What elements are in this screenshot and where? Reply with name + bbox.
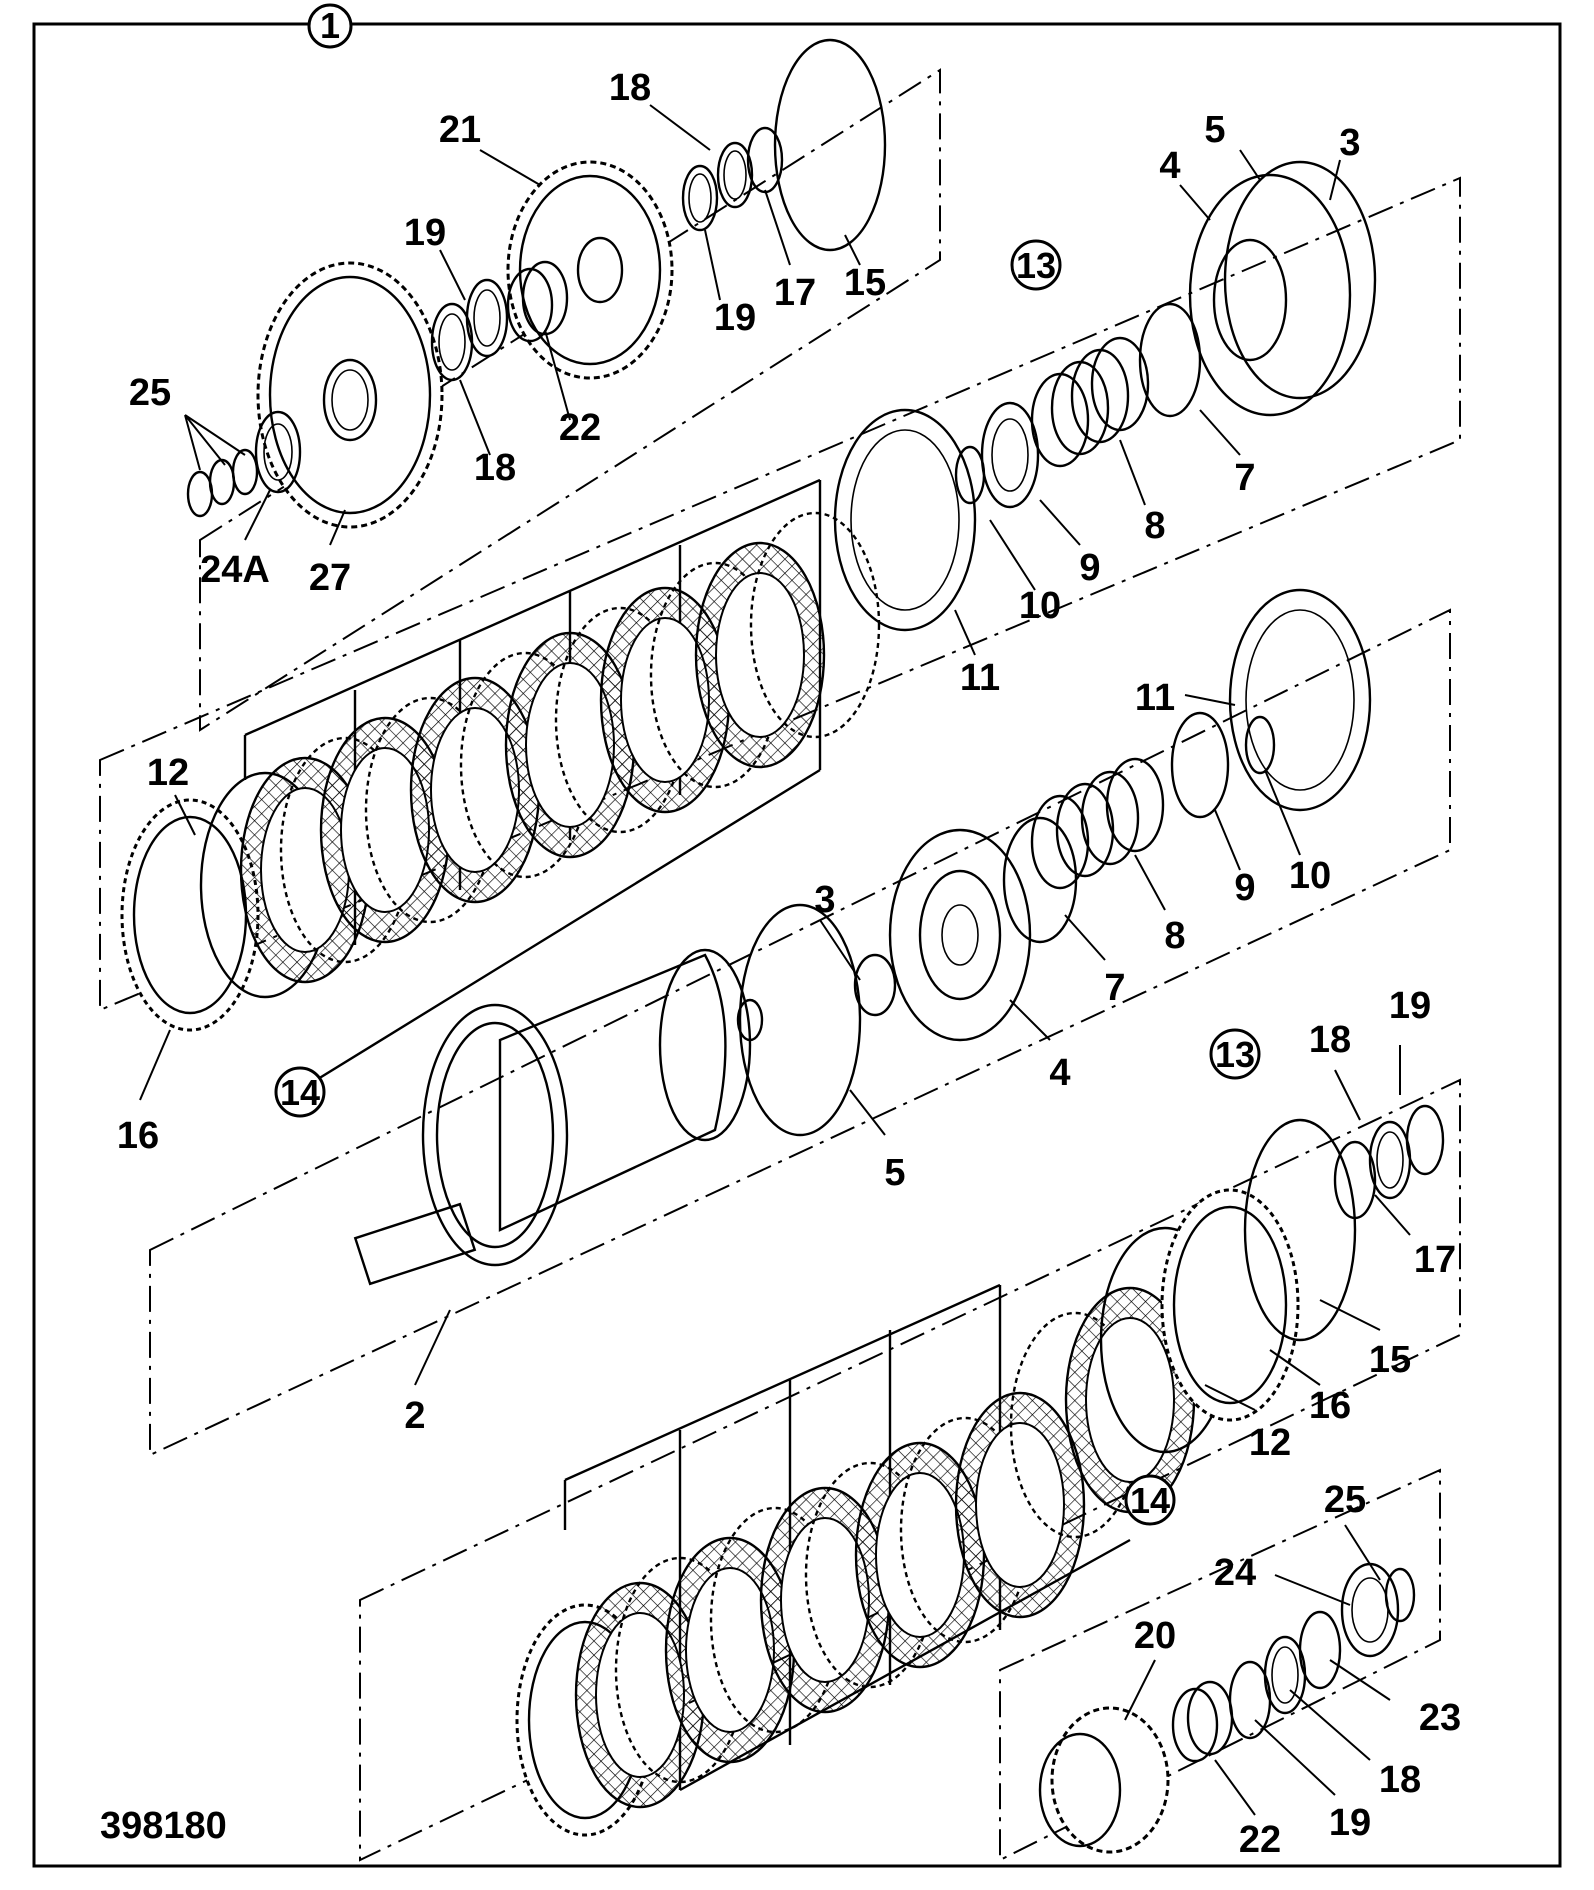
label-15: 15 [844, 262, 886, 304]
label-19: 19 [714, 297, 756, 339]
plate-11-mid [1228, 588, 1372, 812]
label-4: 4 [1049, 1052, 1070, 1094]
svg-text:14: 14 [280, 1072, 320, 1113]
seal-3-mid [853, 953, 897, 1017]
label-19: 19 [404, 212, 446, 254]
upper-disc-stack [120, 511, 881, 1032]
label-11: 11 [960, 657, 1000, 699]
label-9: 9 [1234, 867, 1255, 909]
callout-14-top: 14 [274, 1066, 326, 1118]
snap-ring-15-top [773, 38, 887, 252]
label-16: 16 [1309, 1385, 1351, 1427]
label-24a: 24A [200, 549, 270, 591]
label-18: 18 [474, 447, 516, 489]
bearing-22-top [506, 260, 569, 343]
label-10: 10 [1289, 855, 1331, 897]
assembly-callout: 1 [307, 3, 353, 49]
seal-5-mid [738, 903, 862, 1137]
label-5: 5 [884, 1152, 905, 1194]
top-gear-boundary [199, 68, 941, 732]
label-12: 12 [1249, 1422, 1291, 1464]
callout-14-low: 14 [1124, 1474, 1176, 1526]
label-27: 27 [309, 557, 351, 599]
label-15: 15 [1369, 1339, 1411, 1381]
drum-boundary [149, 608, 1451, 1457]
label-3: 3 [1339, 122, 1360, 164]
bearing-24a [186, 410, 302, 518]
svg-text:14: 14 [1130, 1480, 1170, 1521]
label-22: 22 [559, 407, 601, 449]
label-7: 7 [1104, 967, 1125, 1009]
washers-18-19-top [430, 126, 784, 382]
diagram-frame [32, 22, 1562, 1868]
label-10: 10 [1019, 585, 1061, 627]
label-20: 20 [1134, 1615, 1176, 1657]
label-25: 25 [1324, 1479, 1366, 1521]
label-9: 9 [1079, 547, 1100, 589]
washers-17-18-19-low [1333, 1104, 1445, 1220]
label-5: 5 [1204, 109, 1225, 151]
gear-20 [1038, 1706, 1170, 1854]
upper-clutch-boundary [99, 176, 1461, 1012]
piston-4-mid [888, 828, 1032, 1042]
spring-retainer-mid [1002, 711, 1276, 944]
label-7: 7 [1234, 457, 1255, 499]
svg-text:1: 1 [320, 5, 340, 46]
drum-2 [353, 948, 764, 1286]
upper-clutch-pack: 13 14 [99, 160, 1461, 1118]
lower-clutch-pack: 13 14 [359, 1028, 1461, 1862]
lower-disc-stack [515, 1188, 1300, 1837]
leader-lines [139, 104, 1411, 1816]
label-16: 16 [117, 1115, 159, 1157]
label-21: 21 [439, 109, 481, 151]
label-8: 8 [1164, 915, 1185, 957]
gear-27 [256, 261, 444, 529]
label-11: 11 [1135, 677, 1175, 719]
drawing-number: 398180 [100, 1805, 227, 1847]
piston-4-top [1188, 160, 1377, 417]
washers-bot [1228, 1610, 1342, 1740]
label-12: 12 [147, 752, 189, 794]
lower-clutch-boundary [359, 1078, 1461, 1862]
svg-text:13: 13 [1215, 1034, 1255, 1075]
top-gear-group [186, 38, 941, 732]
callout-13-top: 13 [1010, 239, 1062, 291]
part-labels: 21 18 19 22 18 19 17 15 25 24A 27 5 3 4 … [100, 67, 1461, 1861]
label-2: 2 [404, 1395, 425, 1437]
svg-text:13: 13 [1016, 245, 1056, 286]
callout-13-low: 13 [1209, 1028, 1261, 1080]
label-18: 18 [1309, 1019, 1351, 1061]
label-8: 8 [1144, 505, 1165, 547]
spring-retainer-top [954, 302, 1202, 509]
label-19: 19 [1389, 985, 1431, 1027]
label-18: 18 [609, 67, 651, 109]
snap-ring-15-low [1243, 1118, 1357, 1342]
label-4: 4 [1159, 145, 1180, 187]
label-3: 3 [814, 879, 835, 921]
bottom-gear-group [999, 1468, 1441, 1862]
label-18: 18 [1379, 1759, 1421, 1801]
label-23: 23 [1419, 1697, 1461, 1739]
label-22: 22 [1239, 1819, 1281, 1861]
label-25: 25 [129, 372, 171, 414]
plate-11-top [833, 408, 977, 632]
label-17: 17 [774, 272, 816, 314]
label-19: 19 [1329, 1802, 1371, 1844]
bottom-gear-boundary [999, 1468, 1441, 1862]
drum-group [149, 588, 1451, 1457]
label-17: 17 [1414, 1239, 1456, 1281]
label-24: 24 [1214, 1552, 1256, 1594]
